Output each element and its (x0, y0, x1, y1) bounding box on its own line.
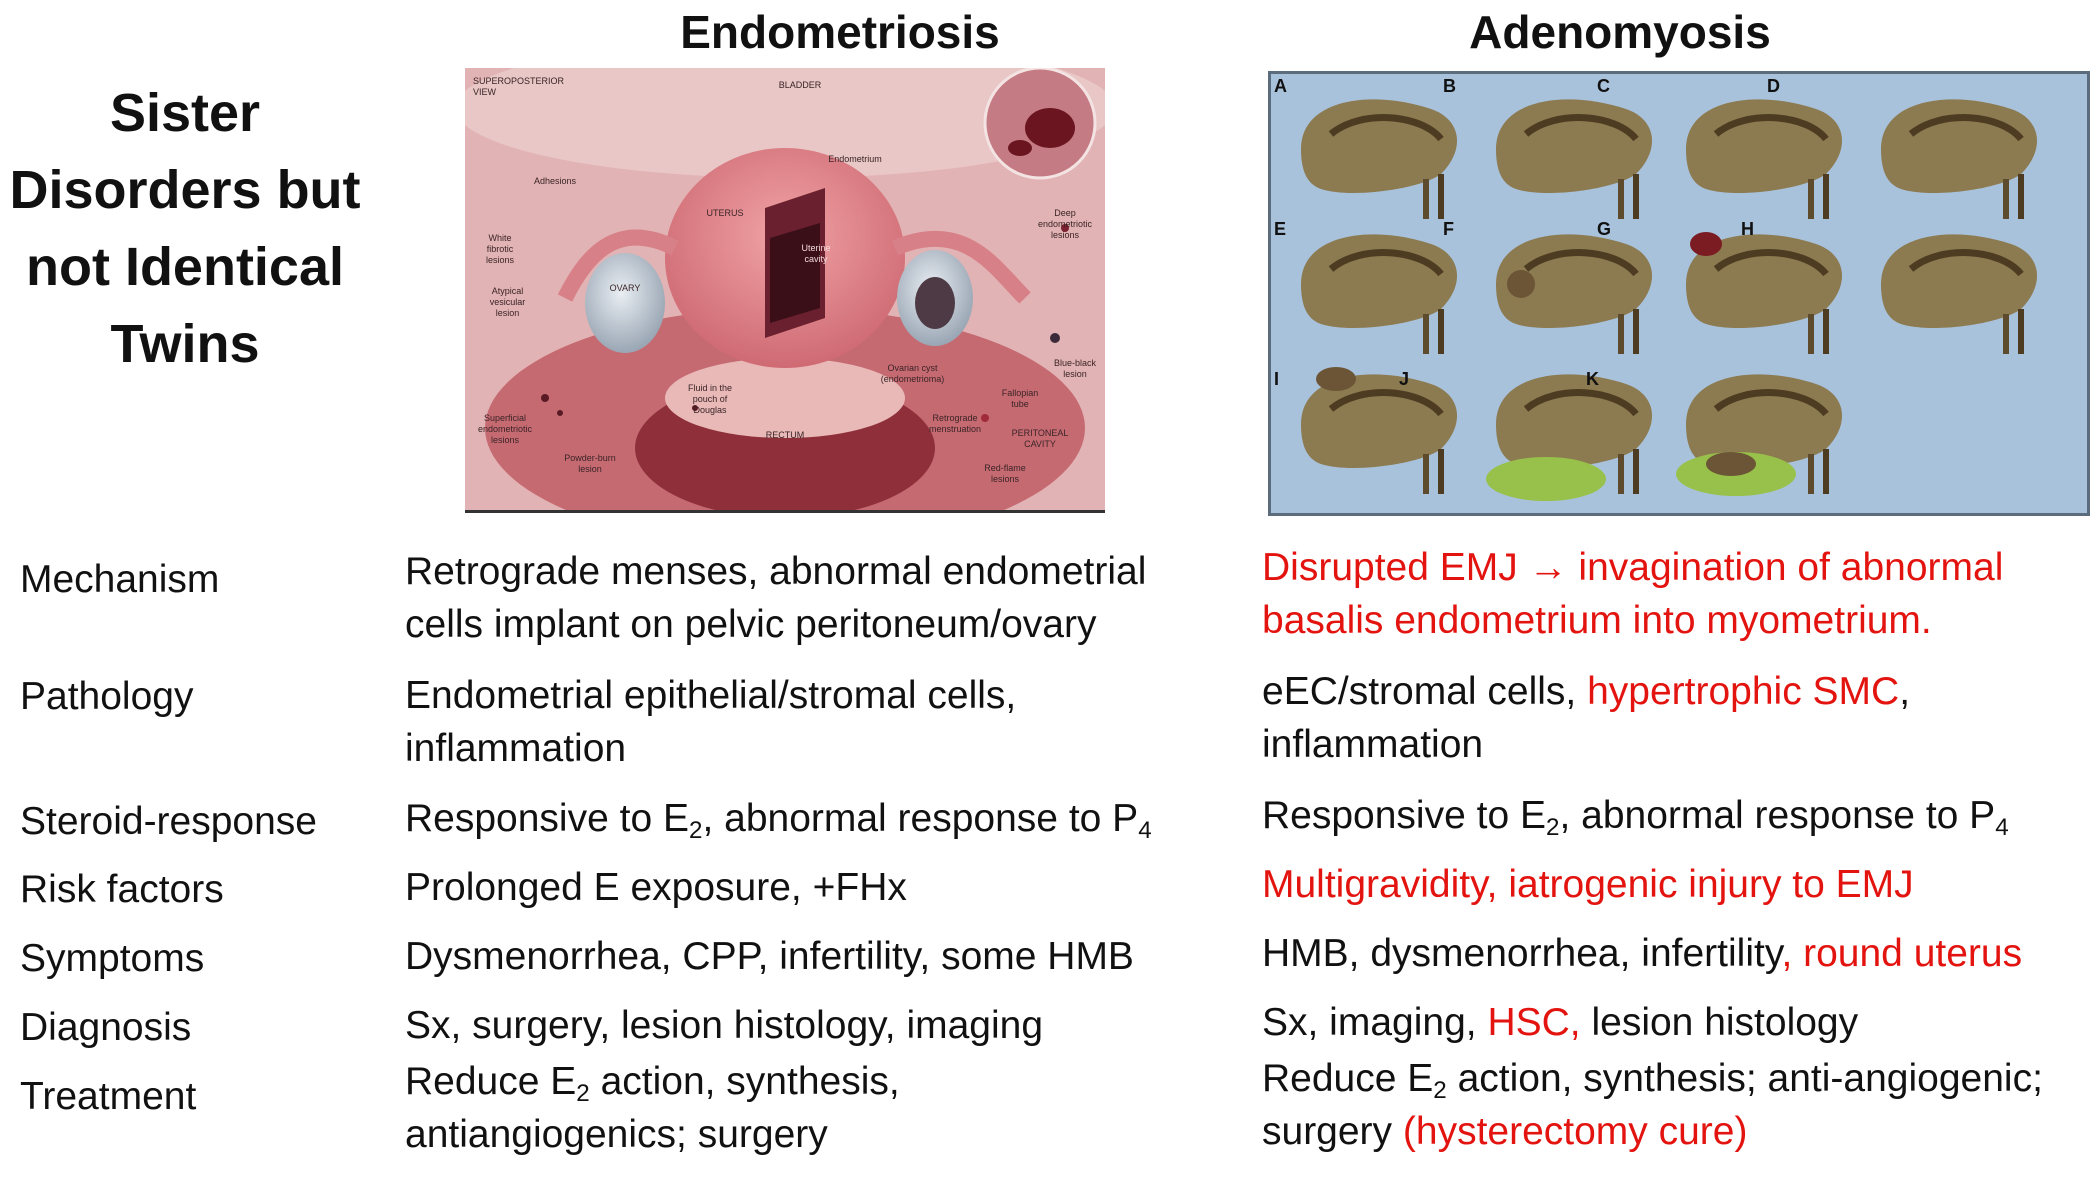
panel-letter-b: B (1443, 76, 1456, 96)
endo-pathology: Endometrial epithelial/stromal cells, in… (405, 669, 1016, 775)
label-superoposterior: SUPEROPOSTERIOR VIEW (473, 76, 565, 97)
label-uterine-cavity: Uterine cavity (801, 243, 831, 264)
row-label-symptoms: Symptoms (20, 937, 205, 980)
label-ovarian-cyst: Ovarian cyst (endometrioma) (880, 363, 945, 384)
label-bladder: BLADDER (778, 80, 822, 90)
endo-mechanism: Retrograde menses, abnormal endometrial … (405, 545, 1146, 651)
adeno-mechanism-line1: Disrupted EMJ → invagination of abnormal (1262, 546, 2004, 589)
panel-letter-d: D (1767, 76, 1780, 96)
endo-risk-factors: Prolonged E exposure, +FHx (405, 866, 907, 909)
adeno-mechanism-line2: basalis endometrium into myometrium. (1262, 599, 1932, 642)
adenomyosis-panel: A B C D E F G H I J K (1268, 71, 2090, 516)
label-atypical-vesicular: Atypical vesicular lesion (489, 286, 526, 318)
endo-symptoms: Dysmenorrhea, CPP, infertility, some HMB (405, 935, 1134, 978)
label-blue-black: Blue-black lesion (1053, 358, 1097, 379)
label-fluid: Fluid in the pouch of Douglas (687, 383, 733, 415)
adeno-pathology: eEC/stromal cells, hypertrophic SMC, inf… (1262, 670, 1911, 766)
label-adhesions: Adhesions (533, 176, 577, 186)
panel-letter-k: K (1586, 369, 1599, 389)
label-white-fibrotic: White fibrotic lesions (485, 233, 514, 265)
label-rectum: RECTUM (765, 430, 805, 440)
label-deep-endometriotic: Deep endometriotic lesions (1037, 208, 1093, 240)
endometriosis-heading: Endometriosis (680, 6, 1000, 58)
adenomyosis-uterus-diagrams (1271, 74, 2087, 501)
label-powder-burn: Powder-burn lesion (564, 453, 616, 474)
row-label-risk-factors: Risk factors (20, 868, 224, 911)
row-label-diagnosis: Diagnosis (20, 1006, 192, 1049)
endo-steroid-response: Responsive to E2, abnormal response to P… (405, 797, 1152, 844)
endo-pathology-line1: Endometrial epithelial/stromal cells, (405, 674, 1017, 717)
panel-letter-a: A (1274, 76, 1287, 96)
label-ovary: OVARY (609, 283, 641, 293)
adeno-treatment: Reduce E2 action, synthesis; anti-angiog… (1262, 1057, 2043, 1153)
row-label-treatment: Treatment (20, 1075, 197, 1118)
panel-letter-h: H (1741, 219, 1754, 239)
endo-mechanism-line1: Retrograde menses, abnormal endometrial (405, 550, 1147, 593)
endo-mechanism-line2: cells implant on pelvic peritoneum/ovary (405, 603, 1097, 646)
label-uterus: UTERUS (706, 208, 744, 218)
label-retrograde: Retrograde menstruation (928, 413, 982, 434)
panel-letter-c: C (1597, 76, 1610, 96)
adeno-steroid-response: Responsive to E2, abnormal response to P… (1262, 794, 2009, 841)
label-fallopian: Fallopian tube (1001, 388, 1039, 409)
row-label-steroid-response: Steroid-response (20, 800, 317, 843)
endo-diagnosis: Sx, surgery, lesion histology, imaging (405, 1004, 1044, 1047)
endometriosis-illustration: SUPEROPOSTERIOR VIEW BLADDER Endometrium… (465, 68, 1105, 513)
adeno-symptoms: HMB, dysmenorrhea, infertility, round ut… (1262, 932, 2023, 975)
side-title: Sister Disorders but not Identical Twins (9, 83, 361, 374)
adeno-diagnosis: Sx, imaging, HSC, lesion histology (1262, 1001, 1859, 1044)
row-label-mechanism: Mechanism (20, 558, 220, 601)
label-red-flame: Red-flame lesions (984, 463, 1026, 484)
label-endometrium: Endometrium (828, 154, 882, 164)
panel-letter-i: I (1274, 369, 1280, 389)
panel-letter-j: J (1399, 369, 1410, 389)
endo-pathology-line2: inflammation (405, 727, 627, 770)
row-label-pathology: Pathology (20, 675, 194, 718)
label-superficial: Superficial endometriotic lesions (477, 413, 533, 445)
endo-treatment: Reduce E2 action, synthesis, antiangioge… (405, 1060, 900, 1156)
panel-letter-g: G (1597, 219, 1612, 239)
label-peritoneal: PERITONEAL CAVITY (1011, 428, 1069, 449)
adeno-mechanism: Disrupted EMJ → invagination of abnormal… (1262, 541, 2003, 647)
panel-letter-e: E (1274, 219, 1287, 239)
adeno-risk-factors: Multigravidity, iatrogenic injury to EMJ (1262, 863, 1914, 906)
pelvic-anatomy-drawing (465, 68, 1105, 510)
panel-letter-f: F (1443, 219, 1454, 239)
adenomyosis-heading: Adenomyosis (1469, 6, 1771, 58)
